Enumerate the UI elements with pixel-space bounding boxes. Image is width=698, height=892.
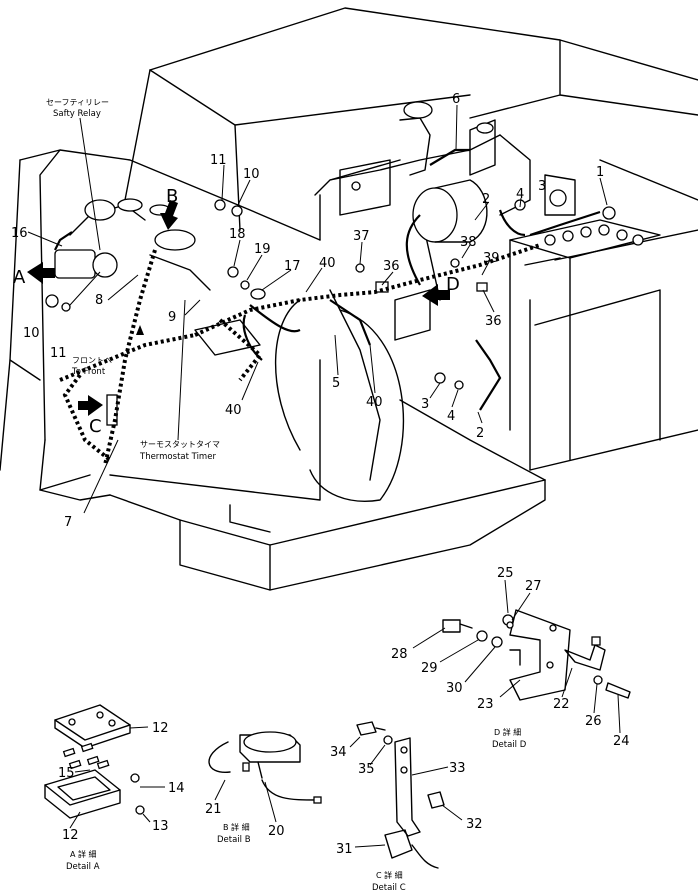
part-number-37: 37 [353, 229, 370, 244]
leader-lines [27, 104, 608, 514]
part-number-24: 24 [613, 734, 630, 749]
part-number-32: 32 [466, 817, 483, 832]
part-number-35: 35 [358, 762, 375, 777]
part-number-11: 11 [50, 346, 67, 361]
detail-captions: A 詳 細 Detail A B 詳 細 Detail B C 詳 細 Deta… [66, 727, 527, 892]
part-number-14: 14 [168, 781, 185, 796]
part-number-25: 25 [497, 566, 514, 581]
detail-c-en-caption: Detail C [372, 883, 406, 892]
part-number-15: 15 [58, 766, 75, 781]
part-number-31: 31 [336, 842, 353, 857]
to-front-jp-label: フロントへ [72, 356, 112, 365]
detail-b-jp-caption: B 詳 細 [223, 822, 250, 832]
detail-d-drawing [412, 579, 631, 734]
part-number-33: 33 [449, 761, 466, 776]
view-letter-c: C [89, 416, 102, 437]
arrow-c-icon [78, 395, 103, 416]
part-number-4: 4 [516, 187, 524, 202]
part-number-3: 3 [538, 179, 546, 194]
detail-a-drawing [44, 704, 165, 829]
part-number-36: 36 [383, 259, 400, 274]
part-number-13: 13 [152, 819, 169, 834]
wire-harness [54, 148, 601, 466]
part-number-12: 12 [62, 828, 79, 843]
part-number-29: 29 [421, 661, 438, 676]
part-number-39: 39 [483, 251, 500, 266]
detail-c-jp-caption: C 詳 細 [376, 870, 403, 880]
view-letter-b: B [166, 186, 178, 207]
detail-a-en-caption: Detail A [66, 862, 100, 872]
part-number-5: 5 [332, 376, 340, 391]
view-letter-d: D [446, 274, 460, 295]
part-number-2: 2 [476, 426, 484, 441]
detail-b-drawing [208, 731, 322, 823]
part-numbers: 16 8 10 11 9 7 11 10 18 19 17 37 40 36 4… [11, 92, 630, 857]
part-number-9: 9 [168, 310, 176, 325]
part-number-30: 30 [446, 681, 463, 696]
part-number-10: 10 [23, 326, 40, 341]
safety-relay-en-label: Safty Relay [53, 109, 101, 119]
arrow-d-icon [422, 284, 450, 306]
part-number-3: 3 [421, 397, 429, 412]
part-number-2: 2 [482, 192, 490, 207]
part-number-28: 28 [391, 647, 408, 662]
detail-c-drawing [349, 721, 463, 869]
part-number-26: 26 [585, 714, 602, 729]
part-number-36: 36 [485, 314, 502, 329]
components [45, 179, 616, 426]
safety-relay [54, 249, 96, 279]
part-number-34: 34 [330, 745, 347, 760]
part-number-40: 40 [319, 256, 336, 271]
part-number-40: 40 [225, 403, 242, 418]
arrow-b-icon [160, 200, 178, 230]
part-number-38: 38 [460, 235, 477, 250]
detail-a-jp-caption: A 詳 細 [70, 849, 97, 859]
part-number-21: 21 [205, 802, 222, 817]
view-letter-a: A [13, 267, 26, 288]
machine-body [0, 7, 698, 591]
part-number-16: 16 [11, 226, 28, 241]
thermostat-timer-en-label: Thermostat Timer [139, 452, 216, 462]
view-arrows [27, 200, 450, 416]
part-number-20: 20 [268, 824, 285, 839]
part-number-40: 40 [366, 395, 383, 410]
thermostat-timer-jp-label: サーモスタットタイマ [140, 440, 220, 449]
to-front-en-label: To Front [71, 367, 106, 377]
part-number-7: 7 [64, 515, 72, 530]
part-number-8: 8 [95, 293, 103, 308]
part-number-10: 10 [243, 167, 260, 182]
detail-d-jp-caption: D 詳 細 [494, 727, 521, 737]
arrow-a-icon [27, 262, 55, 284]
part-number-12: 12 [152, 721, 169, 736]
part-number-6: 6 [452, 92, 460, 107]
callout-labels: セーフティリレー Safty Relay フロントへ To Front サーモス… [46, 98, 220, 462]
detail-b-en-caption: Detail B [217, 835, 251, 845]
safety-relay-jp-label: セーフティリレー [46, 98, 109, 107]
part-number-1: 1 [596, 165, 604, 180]
detail-d-en-caption: Detail D [492, 740, 527, 750]
part-number-17: 17 [284, 259, 301, 274]
part-number-4: 4 [447, 409, 455, 424]
part-number-27: 27 [525, 579, 542, 594]
part-number-23: 23 [477, 697, 494, 712]
part-number-22: 22 [553, 697, 570, 712]
part-number-19: 19 [254, 242, 271, 257]
view-letters: A B C D [13, 186, 460, 437]
part-number-11: 11 [210, 153, 227, 168]
part-number-18: 18 [229, 227, 246, 242]
